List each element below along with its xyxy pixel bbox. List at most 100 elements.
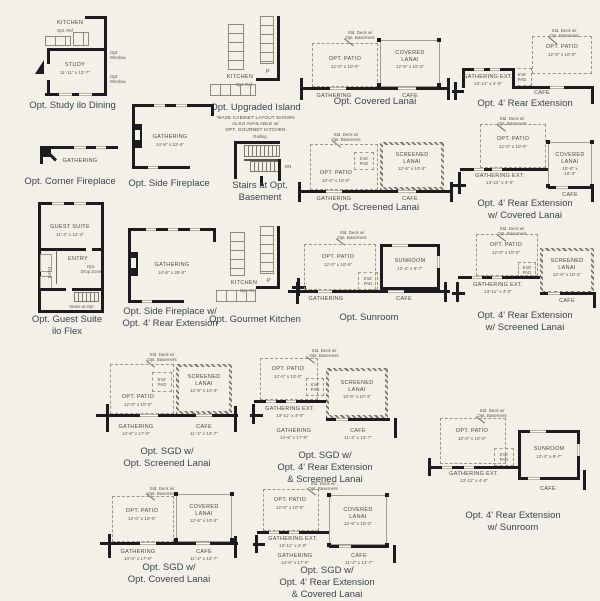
room-label: GATHERING — [118, 424, 154, 430]
dim-label: 14'-6" x 17'-0" — [123, 556, 153, 561]
annotation: Opt. Drop Zone — [80, 264, 102, 275]
room-label: CAFE — [350, 428, 366, 434]
room-label: P — [266, 69, 270, 75]
room-label: GATHERING — [308, 296, 344, 302]
room-label: CAFE — [540, 486, 556, 492]
plan-opt-sgd-4ft-rear-extension-covered-lanai: Std. Deck w/ Opt. Basement OPT. PATIO 12… — [253, 481, 401, 601]
wall — [444, 282, 447, 302]
plan-opt-side-fireplace: GATHERING 14'-6" x 22'-4" Opt. Side Fire… — [118, 96, 220, 192]
pad-label: 6'x6' PAD — [310, 382, 320, 393]
dim-label: 11'-11" x 13'-7" — [59, 70, 91, 75]
wall — [462, 68, 514, 71]
cabinet-run — [210, 84, 256, 96]
fireplace — [135, 130, 140, 140]
wall — [47, 48, 50, 64]
window-opening — [398, 87, 416, 90]
wall — [85, 16, 107, 19]
room-label: P — [267, 278, 271, 284]
plan-caption: Opt. 4' Rear Extension w/ Screened Lanai — [477, 310, 573, 333]
wall — [296, 282, 299, 304]
dim-label: 12'-6" x 10'-3" — [552, 272, 582, 277]
room-label: GATHERING EXT. — [473, 282, 523, 288]
plan-caption: Opt. 4' Rear Extension w/ Covered Lanai — [477, 198, 573, 221]
dim-label: 13'-11" x 4'-0" — [279, 543, 307, 548]
room-label: COVERED LANAI — [555, 152, 585, 165]
wall — [132, 104, 214, 107]
dim-label: 12'-0" x 10'-0" — [547, 52, 577, 57]
room-label: GUEST SUITE — [50, 224, 90, 230]
annotation: Opt. Window — [110, 50, 126, 61]
patio-outline — [263, 489, 319, 531]
window-opening — [196, 414, 212, 417]
wall — [106, 404, 109, 432]
plan-opt-study-ilo-dining: KITCHEN Opt. Ref STUDY 11'-11" x 13'-7" … — [15, 10, 130, 118]
dim-label: 11'-2" x 13'-7" — [345, 560, 373, 565]
dim-label: 12'-6" x 10'-3" — [342, 394, 372, 399]
pad-label: 6'x6' PAD — [499, 452, 509, 463]
room-label: GATHERING — [154, 262, 190, 268]
dim-label: 12'-0" x 10'-0" — [321, 178, 351, 183]
wall — [277, 16, 280, 80]
window-opening — [140, 414, 158, 417]
wall — [460, 168, 548, 171]
dim-label: 12'-4" x 9'-7" — [536, 454, 562, 459]
dim-label: 12'-4" x 9'-7" — [397, 266, 423, 271]
wall — [256, 286, 280, 289]
room-label: GATHERING EXT. — [449, 471, 499, 477]
wall — [298, 190, 453, 193]
room-label: KITCHEN — [226, 74, 254, 80]
room-label: COVERED LANAI — [189, 504, 219, 517]
dim-label: 11'-2" x 13'-7" — [344, 435, 372, 440]
window-opening — [492, 276, 502, 279]
wall — [234, 141, 237, 179]
patio-outline — [304, 244, 376, 290]
wall — [450, 182, 453, 202]
wall — [47, 80, 50, 96]
dim-label: 12'-0" x 10'-0" — [457, 436, 487, 441]
patio-outline — [260, 358, 318, 400]
dim-label: 13'-11" x 4'-0" — [486, 180, 514, 185]
room-label: GATHERING — [62, 158, 98, 164]
dim-label: 13'-11" x 4'-0" — [276, 413, 304, 418]
dim-label: 12'-6" x 10'-3" — [397, 166, 427, 171]
fireplace — [131, 258, 136, 268]
plan-caption: Opt. Corner Fireplace — [24, 176, 116, 187]
plan-caption: Opt. SGD w/ Opt. Covered Lanai — [127, 562, 211, 585]
dim-label: 10'-6" x 10'-3" — [562, 166, 578, 177]
dim-label: 13'-11" x 4'-0" — [484, 289, 512, 294]
patio-outline — [480, 124, 546, 168]
plan-opt-side-fireplace-4ft-rear-extension: GATHERING 14'-6" x 26'-6" Opt. Side Fire… — [116, 222, 224, 334]
window-opening — [339, 545, 351, 548]
dim-label: 12'-0" x 10'-0" — [491, 250, 521, 255]
dim-label: 14'-6" x 17'-0" — [121, 431, 151, 436]
dim-label: 14'-6" x 17'-0" — [279, 435, 309, 440]
dim-label: 12'-0" x 10'-0" — [273, 374, 303, 379]
plan-subcaption: *BASE CABINET LAYOUT SHOWN ALSO AVAILABL… — [216, 115, 295, 133]
room-label: ENTRY — [67, 256, 89, 262]
plan-opt-covered-lanai: Std. Deck w/ Opt. Basement OPT. PATIO 12… — [300, 30, 450, 112]
stair-treads — [74, 292, 99, 302]
wall — [428, 458, 431, 476]
corner-post — [327, 493, 331, 497]
dim-label: 11'-4" x 12'-4" — [56, 232, 84, 237]
room-label: OPT. PATIO — [271, 366, 305, 372]
dim-label: 14'-6" x 26'-6" — [157, 270, 187, 275]
wall — [56, 250, 57, 284]
wall — [452, 184, 466, 187]
deck-note: Std. Deck w/ Opt. Basement — [477, 408, 507, 419]
window-opening — [59, 93, 72, 96]
lanai-outline — [380, 40, 440, 87]
deck-note: Std. Deck w/ Opt. Basement — [331, 132, 361, 143]
window-opening — [176, 104, 187, 107]
wall — [38, 202, 41, 312]
pad-outline — [354, 152, 374, 170]
dim-label: 12'-0" x 10'-0" — [275, 505, 305, 510]
wall — [45, 93, 107, 96]
window-opening — [474, 68, 484, 71]
room-label: BATH — [47, 266, 53, 279]
wall — [540, 292, 596, 295]
window-opening — [472, 276, 482, 279]
corner-post — [546, 140, 550, 144]
window-opening — [326, 190, 342, 193]
plan-opt-corner-fireplace: GATHERING Opt. Corner Fireplace — [16, 132, 124, 194]
